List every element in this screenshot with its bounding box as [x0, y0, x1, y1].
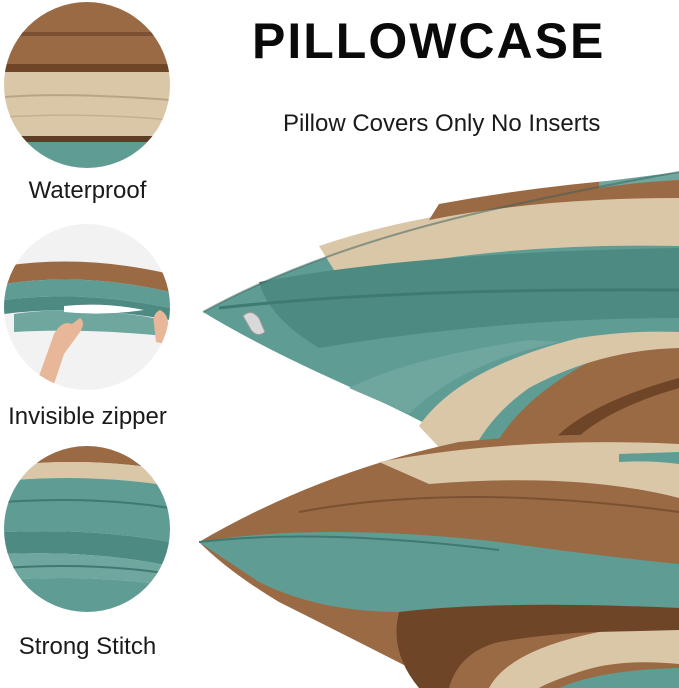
- waterproof-image: [4, 2, 170, 168]
- feature-label-invisible-zipper: Invisible zipper: [8, 403, 167, 430]
- wood-texture-icon: [4, 2, 170, 168]
- page-title: PILLOWCASE: [252, 13, 606, 69]
- feature-label-strong-stitch: Strong Stitch: [18, 633, 157, 660]
- page-subtitle: Pillow Covers Only No Inserts: [283, 110, 601, 137]
- pillow-bottom-image: [199, 434, 679, 688]
- invisible-zipper-image: [4, 224, 170, 390]
- zipper-icon: [4, 224, 170, 390]
- stitch-icon: [4, 446, 170, 612]
- pillow-top-image: [202, 171, 679, 458]
- strong-stitch-image: [4, 446, 170, 612]
- zipper-pull-icon: [242, 312, 266, 336]
- feature-label-waterproof: Waterproof: [28, 177, 147, 204]
